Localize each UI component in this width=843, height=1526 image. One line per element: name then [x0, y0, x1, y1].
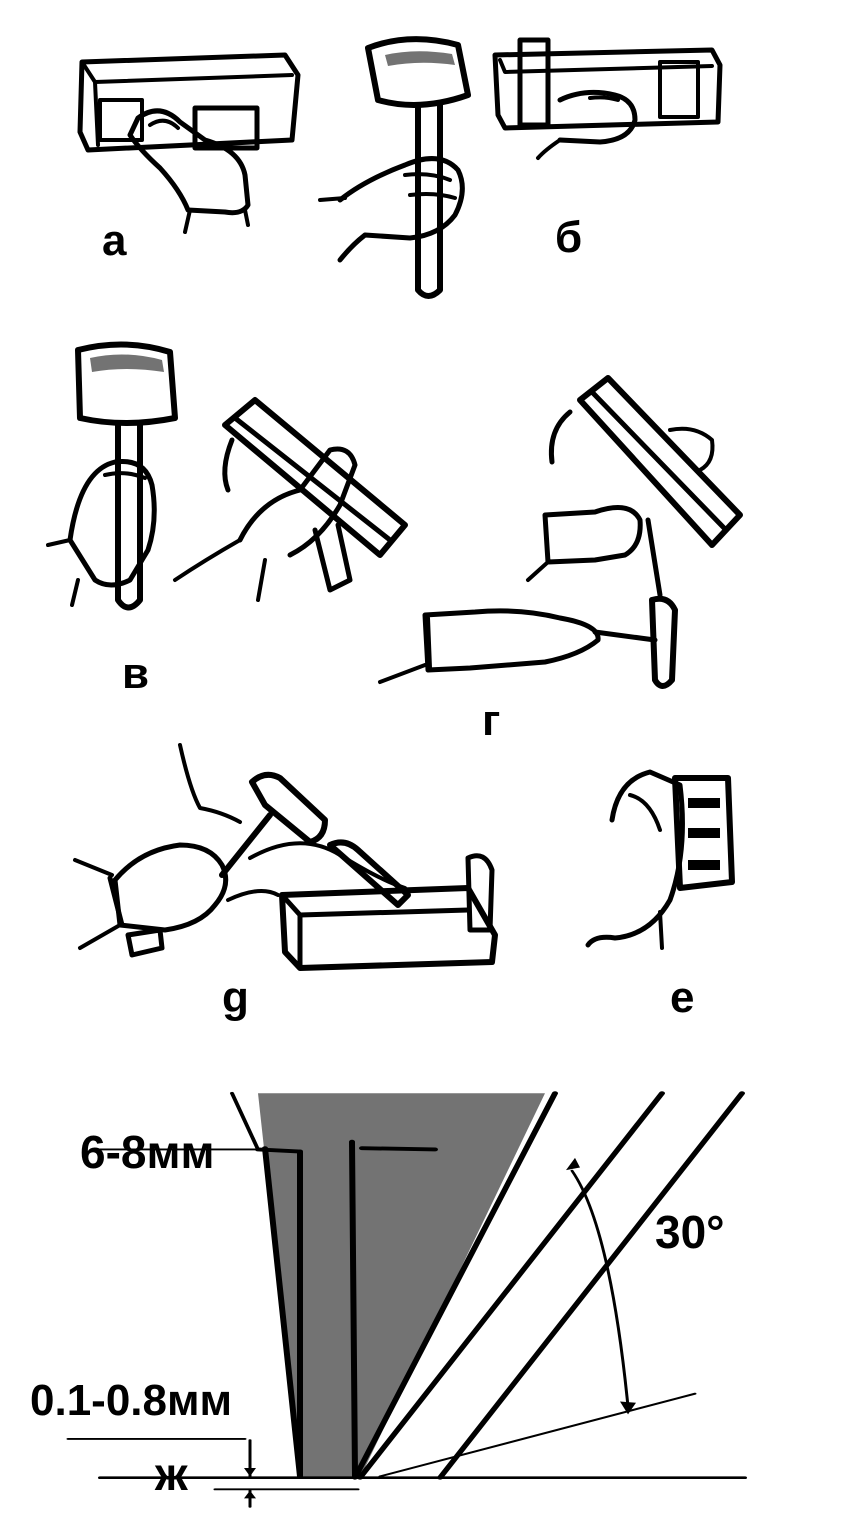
plane-block-icon [222, 397, 408, 593]
mallet-icon [75, 341, 178, 611]
workpiece-block-icon [279, 853, 498, 971]
cutting-lines [352, 1091, 745, 1480]
hand-icon [378, 608, 601, 684]
hand-icon [127, 108, 251, 234]
panel-label-b: б [555, 213, 582, 262]
plane-block-icon [548, 375, 743, 598]
panel-v-illustration: в [46, 341, 408, 698]
hand-icon [173, 446, 358, 602]
dimension-gap-label: 0.1-0.8мм [30, 1376, 232, 1425]
baseline [66, 1148, 747, 1491]
panel-label-v: в [122, 649, 149, 698]
dimension-arrows [244, 1157, 636, 1508]
panel-a-mallet-illustration [318, 36, 471, 299]
panel-a-illustration: а [77, 52, 301, 265]
plane-block-icon [77, 52, 301, 153]
hand-icon [318, 156, 465, 263]
panel-zh-diagram: 6-8мм 0.1-0.8мм 30° ж [30, 1091, 747, 1508]
hand-icon [585, 769, 685, 950]
panel-label-d: g [222, 973, 249, 1022]
arm-outline [178, 743, 242, 824]
panel-g-illustration: г [378, 375, 743, 745]
hammer-icon [219, 771, 328, 878]
panel-label-e: е [670, 973, 694, 1022]
cylinder-tool-icon [672, 775, 735, 891]
hand-icon [73, 841, 407, 958]
hand-icon [46, 458, 157, 607]
panel-e-illustration: е [585, 769, 735, 1022]
hand-icon [526, 426, 715, 582]
panel-d-illustration: g [73, 743, 498, 1022]
hammer-icon [592, 595, 678, 689]
hand-icon [536, 89, 638, 160]
angle-label: 30° [655, 1206, 725, 1258]
panel-label-zh: ж [154, 1448, 188, 1500]
plane-block-icon [492, 37, 723, 131]
groove-section [230, 1091, 545, 1479]
panel-label-a: а [102, 216, 127, 265]
panel-label-g: г [482, 696, 500, 745]
panel-b-illustration: б [492, 37, 723, 262]
dimension-width-label: 6-8мм [80, 1126, 215, 1178]
mallet-icon [365, 36, 471, 299]
